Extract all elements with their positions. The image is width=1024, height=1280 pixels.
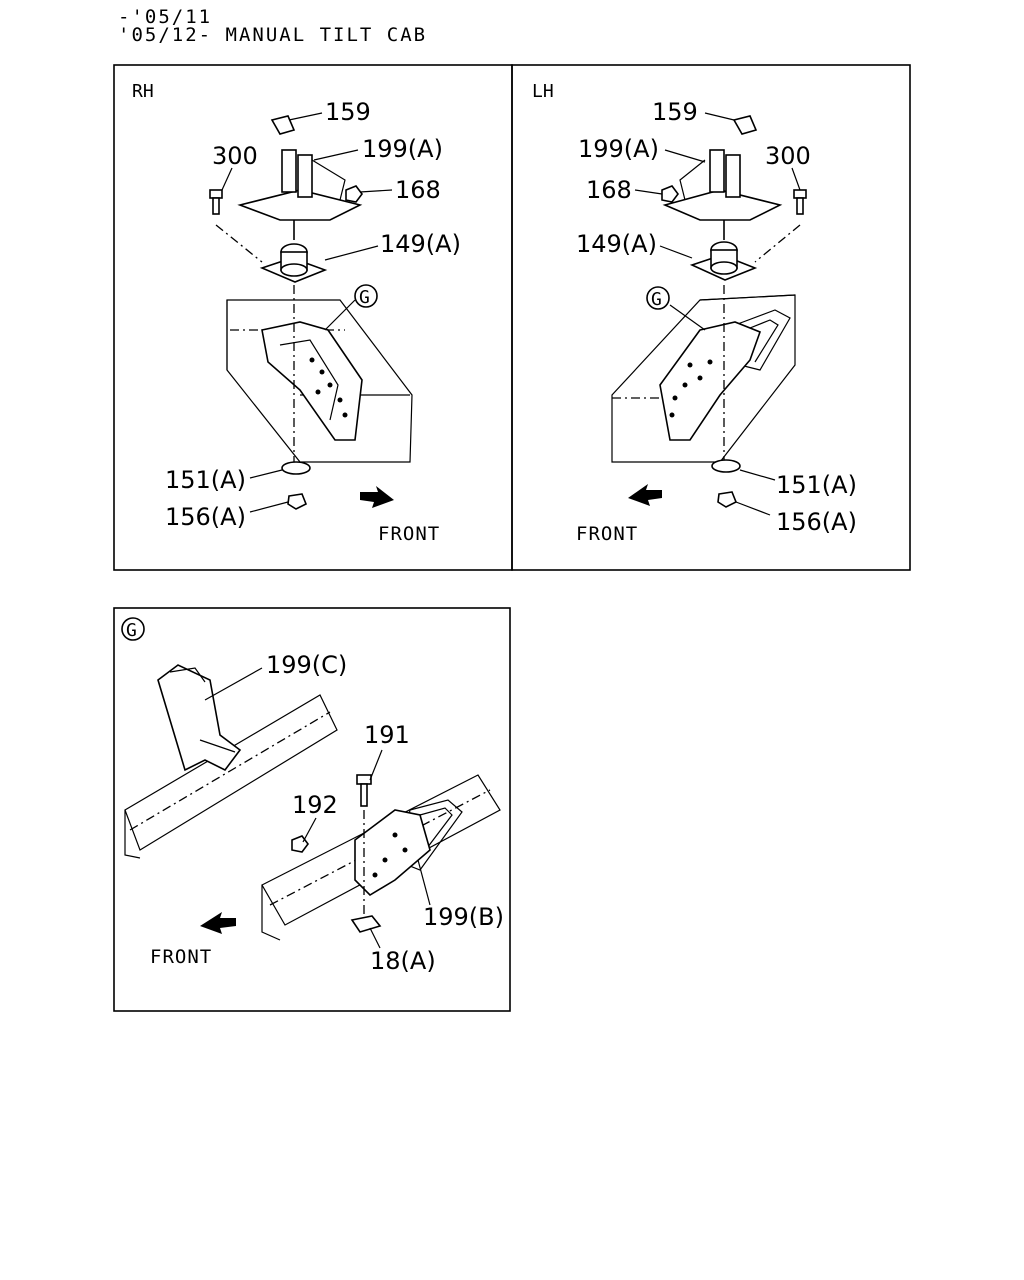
rh-callout-300: 300 <box>212 142 258 170</box>
rh-callout-159: 159 <box>325 98 371 126</box>
detail-upper-rail <box>124 694 338 859</box>
lh-front-arrow-icon <box>628 484 662 506</box>
detail-g-title-marker <box>121 617 145 641</box>
lh-washer-151 <box>711 459 741 473</box>
rh-nut-156 <box>287 493 308 510</box>
rh-panel-frame <box>113 64 513 571</box>
detail-bracket-199c <box>157 664 242 772</box>
lh-panel: LH <box>511 64 911 571</box>
detail-callout-191: 191 <box>364 721 410 749</box>
detail-front-label: FRONT <box>150 946 212 968</box>
lh-callout-151a: 151(A) <box>776 471 857 499</box>
rh-clip-159 <box>270 115 296 135</box>
lh-callout-199a: 199(A) <box>578 135 659 163</box>
detail-g-title: G <box>126 620 137 641</box>
lh-panel-title: LH <box>532 81 554 102</box>
detail-front-arrow-icon <box>200 912 236 934</box>
lh-callout-159: 159 <box>652 98 698 126</box>
rh-front-label: FRONT <box>378 523 440 545</box>
detail-bracket-body <box>354 809 431 897</box>
lh-panel-frame <box>511 64 911 571</box>
rh-front-arrow-icon <box>360 486 394 508</box>
detail-callout-199b: 199(B) <box>423 903 504 931</box>
lh-callout-149a: 149(A) <box>576 230 657 258</box>
rh-detail-g-marker <box>354 284 378 308</box>
rh-upper-bracket <box>237 149 363 221</box>
rh-bolt-300 <box>209 189 223 215</box>
detail-bolt-191 <box>356 774 372 807</box>
lh-callout-156a: 156(A) <box>776 508 857 536</box>
rh-callout-156a: 156(A) <box>165 503 246 531</box>
rh-mount-bracket <box>261 321 363 441</box>
rh-callout-149a: 149(A) <box>380 230 461 258</box>
lh-nut-156 <box>717 491 738 508</box>
detail-callout-192: 192 <box>292 791 338 819</box>
detail-g-panel-frame <box>113 607 511 1012</box>
rh-panel-title: RH <box>132 81 154 102</box>
lh-mount-bracket <box>659 321 762 441</box>
detail-callout-199c: 199(C) <box>266 651 347 679</box>
rh-panel: RH <box>113 64 513 571</box>
lh-nut-168 <box>661 185 679 203</box>
detail-plate-18a <box>350 915 382 933</box>
header-line-2: '05/12- MANUAL TILT CAB <box>118 24 428 46</box>
lh-front-label: FRONT <box>576 523 638 545</box>
rh-rubber-mount <box>259 243 328 283</box>
rh-callout-168: 168 <box>395 176 441 204</box>
lh-clip-159 <box>732 115 758 135</box>
rh-callout-151a: 151(A) <box>165 466 246 494</box>
detail-g-panel: G <box>113 607 511 1012</box>
rh-callout-199a: 199(A) <box>362 135 443 163</box>
detail-callout-18a: 18(A) <box>370 947 436 975</box>
lh-upper-bracket <box>662 149 783 221</box>
rh-callout-g: G <box>359 287 370 308</box>
lh-callout-g: G <box>651 289 662 310</box>
lh-rubber-mount <box>689 241 758 281</box>
lh-detail-g-marker <box>646 286 670 310</box>
lh-callout-300: 300 <box>765 142 811 170</box>
lh-callout-168: 168 <box>586 176 632 204</box>
rh-washer-151 <box>281 461 311 475</box>
rh-nut-168 <box>345 185 363 203</box>
header-line-1: -'05/11 <box>118 6 213 28</box>
lh-bolt-300 <box>793 189 807 215</box>
